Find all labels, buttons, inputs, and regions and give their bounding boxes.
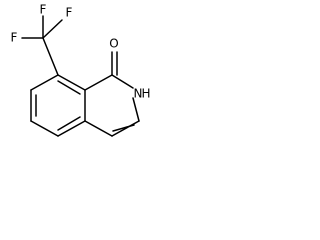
atom-fluorine-left: F <box>11 31 18 45</box>
bond-c8a-c1 <box>84 74 113 91</box>
bond-c6-c5 <box>30 120 59 137</box>
double-bond-c8a-c8-inner <box>57 80 81 95</box>
bond-c8-c7 <box>30 74 59 91</box>
chemical-structure-diagram: F F F O N H <box>11 3 151 137</box>
bond-c1-n2 <box>111 74 134 89</box>
atom-oxygen: O <box>109 37 118 51</box>
bond-c4-c4a <box>84 120 113 137</box>
bond-n2-c3 <box>132 97 140 122</box>
bond-c5-c4a <box>57 120 86 137</box>
atom-fluorine-right: F <box>66 6 73 20</box>
double-bond-c3-c4-inner <box>112 124 135 132</box>
double-bond-c5-c4a-inner <box>57 116 81 131</box>
bond-c3-c4 <box>111 120 140 137</box>
bond-c-f-right <box>42 19 63 39</box>
atom-hydrogen: H <box>141 87 150 101</box>
atom-fluorine-top: F <box>40 3 47 17</box>
bond-cf3-ring <box>42 37 59 76</box>
bond-c8a-c8 <box>57 74 86 91</box>
atom-nitrogen: N <box>134 87 143 101</box>
